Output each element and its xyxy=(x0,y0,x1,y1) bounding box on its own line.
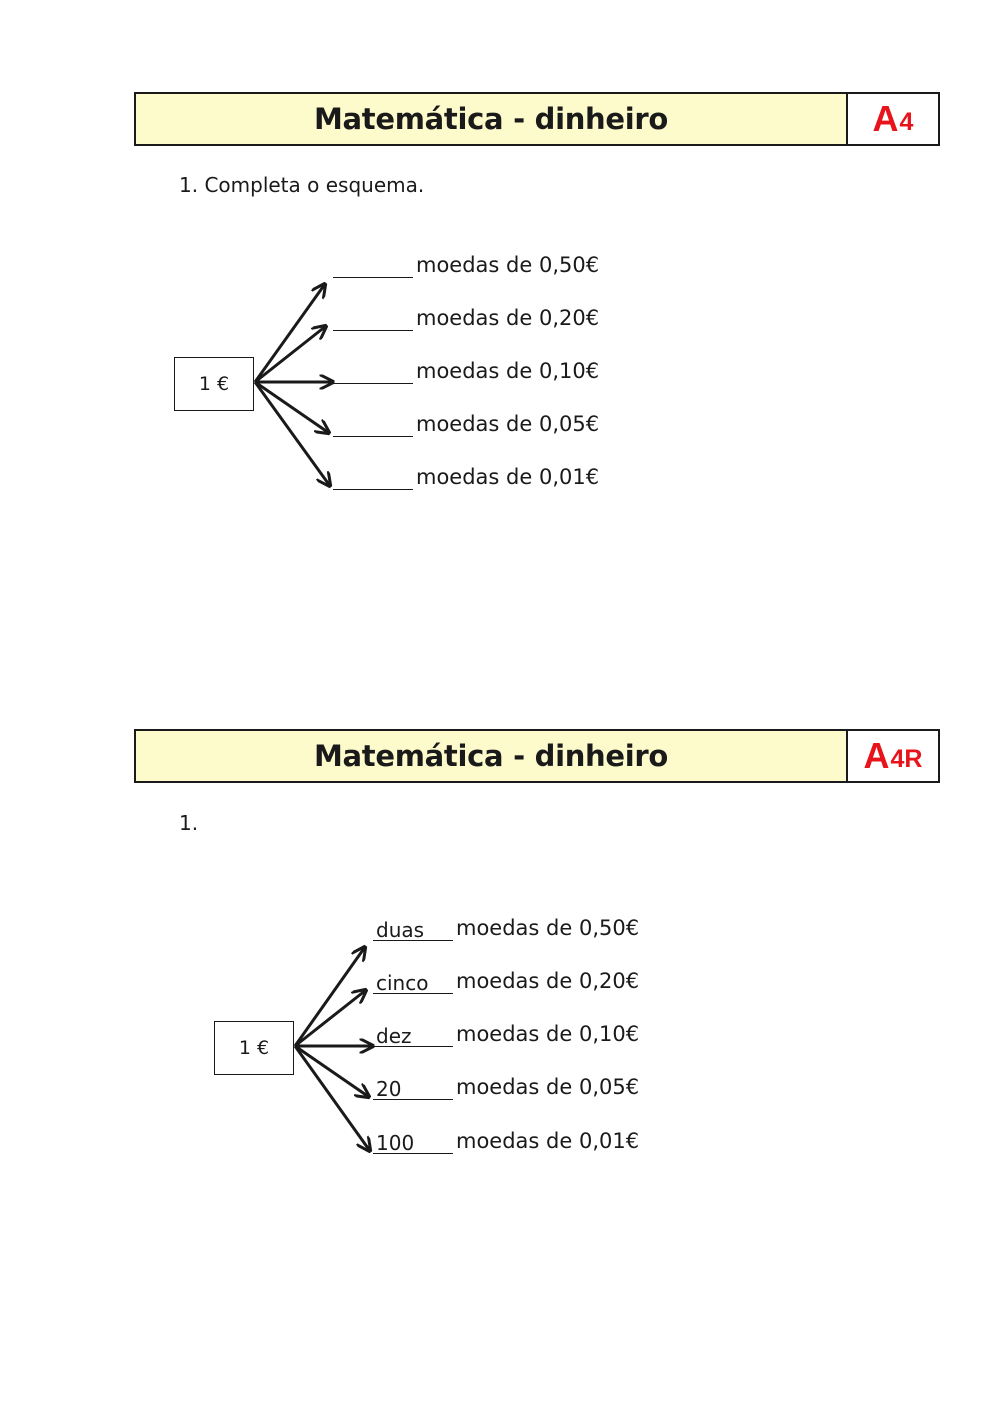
answer-blank[interactable] xyxy=(333,468,413,490)
answer-blank[interactable]: cinco xyxy=(373,972,453,994)
arrow-line xyxy=(253,381,330,486)
arrow-line xyxy=(294,990,366,1048)
answer-blank[interactable]: duas xyxy=(373,919,453,941)
question-text: 1. Completa o esquema. xyxy=(179,173,425,197)
value-box: 1 € xyxy=(214,1021,294,1075)
coin-label: moedas de 0,05€ xyxy=(456,1075,640,1099)
worksheet-code-suffix: 4 xyxy=(899,107,914,136)
arrow-line xyxy=(294,1044,369,1097)
answer-blank[interactable]: dez xyxy=(373,1025,453,1047)
question-text: 1. xyxy=(179,811,199,835)
coin-label: moedas de 0,10€ xyxy=(456,1022,640,1046)
worksheet-title: Matemática - dinheiro xyxy=(136,731,848,781)
answer-blank[interactable] xyxy=(333,256,413,278)
answer-blank[interactable] xyxy=(333,362,413,384)
arrow-line xyxy=(293,947,365,1047)
coin-label: moedas de 0,20€ xyxy=(456,969,640,993)
answer-blank[interactable]: 20 xyxy=(373,1078,453,1100)
coin-label: moedas de 0,50€ xyxy=(456,916,640,940)
worksheet-code-letter: A xyxy=(863,735,890,776)
arrow-line xyxy=(293,1045,370,1151)
worksheet-code-letter: A xyxy=(872,98,899,139)
coin-label: moedas de 0,01€ xyxy=(456,1129,640,1153)
worksheet-code-suffix: 4R xyxy=(890,744,923,773)
worksheet-title: Matemática - dinheiro xyxy=(136,94,848,144)
coin-label: moedas de 0,10€ xyxy=(416,359,600,383)
answer-blank[interactable]: 100 xyxy=(373,1132,453,1154)
value-box: 1 € xyxy=(174,357,254,411)
coin-label: moedas de 0,20€ xyxy=(416,306,600,330)
arrow-line xyxy=(254,326,326,384)
answer-blank[interactable] xyxy=(333,309,413,331)
coin-label: moedas de 0,50€ xyxy=(416,253,600,277)
answer-blank[interactable] xyxy=(333,415,413,437)
coin-label: moedas de 0,05€ xyxy=(416,412,600,436)
arrow-line xyxy=(254,380,329,433)
arrow-line xyxy=(253,284,325,383)
coin-label: moedas de 0,01€ xyxy=(416,465,600,489)
